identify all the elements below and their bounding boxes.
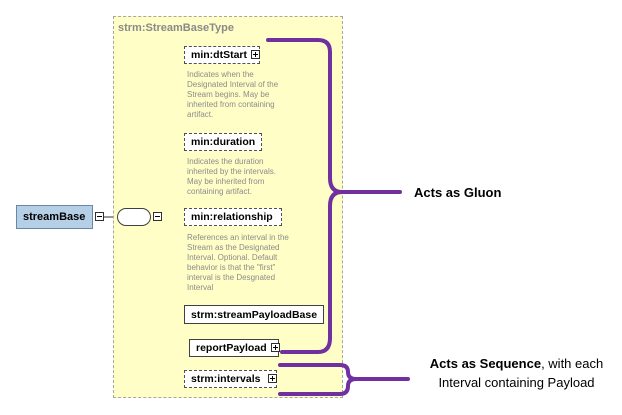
- element-label: min:relationship: [191, 211, 273, 223]
- root-element-streambase[interactable]: streamBase: [16, 205, 93, 229]
- element-dtstart[interactable]: min:dtStart: [184, 46, 260, 64]
- annotation-sequence: Acts as Sequence, with each Interval con…: [429, 356, 604, 390]
- element-relationship[interactable]: min:relationship: [184, 208, 282, 226]
- element-report-payload[interactable]: reportPayload: [189, 339, 279, 357]
- element-label: reportPayload: [196, 342, 267, 354]
- type-name-label: strm:StreamBaseType: [118, 22, 234, 34]
- element-label: min:dtStart: [191, 49, 247, 61]
- element-label: strm:intervals: [191, 373, 261, 385]
- element-duration[interactable]: min:duration: [184, 133, 262, 151]
- expand-icon[interactable]: [271, 343, 280, 352]
- element-description: Indicates the duration inherited by the …: [187, 157, 276, 196]
- element-intervals[interactable]: strm:intervals: [184, 370, 277, 388]
- expand-icon[interactable]: [268, 374, 277, 383]
- element-description: References an interval in the Stream as …: [187, 233, 289, 292]
- complex-type-container: [113, 16, 343, 398]
- expand-icon[interactable]: [251, 50, 260, 59]
- element-label: min:duration: [191, 136, 256, 148]
- element-label: strm:streamPayloadBase: [191, 308, 318, 321]
- root-element-label: streamBase: [23, 211, 86, 223]
- element-description: Indicates when the Designated Interval o…: [187, 70, 279, 119]
- collapse-icon[interactable]: [95, 212, 104, 221]
- element-stream-payload-base[interactable]: strm:streamPayloadBase: [184, 305, 324, 324]
- collapse-icon[interactable]: [153, 212, 162, 221]
- annotation-gluon: Acts as Gluon: [414, 185, 502, 200]
- sequence-compositor-icon[interactable]: [117, 208, 151, 226]
